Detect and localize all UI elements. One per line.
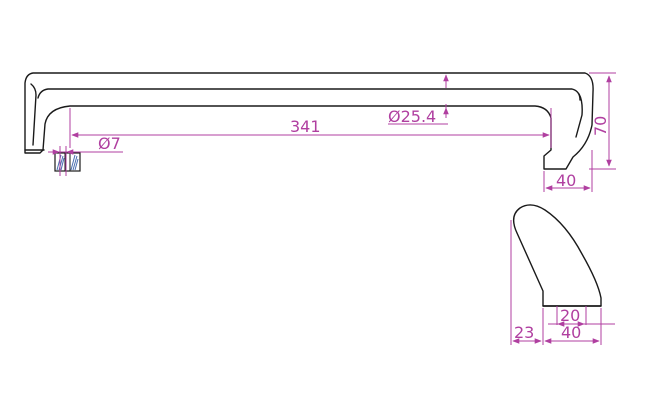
dimension-341: 341 [69,108,552,148]
handle-left-highlight [30,83,37,146]
profile-tip-label: 20 [560,306,580,325]
dimension-diameter-label: Ø25.4 [388,107,436,126]
handle-right-highlight [575,93,583,138]
dimension-hole: Ø7 [48,134,123,176]
dimension-hole-label: Ø7 [98,134,121,153]
dimension-foot-label: 40 [556,171,576,190]
screw-hole-section [54,152,81,172]
dimension-length-label: 341 [290,117,321,136]
dimension-height-label: 70 [591,116,610,136]
profile-depth-label: 40 [561,323,581,342]
handle-outer-outline [24,72,594,170]
dimension-diameter: Ø25.4 [388,74,449,126]
dimension-foot-40: 40 [543,150,593,192]
profile-dimensions: 20 23 40 [510,220,615,345]
dimension-70: 70 [589,72,616,170]
profile-outline [512,204,602,307]
profile-offset-label: 23 [514,323,534,342]
handle-inner-top-line [37,88,581,101]
handle-side-view [24,72,594,170]
handle-profile-view [512,204,602,307]
